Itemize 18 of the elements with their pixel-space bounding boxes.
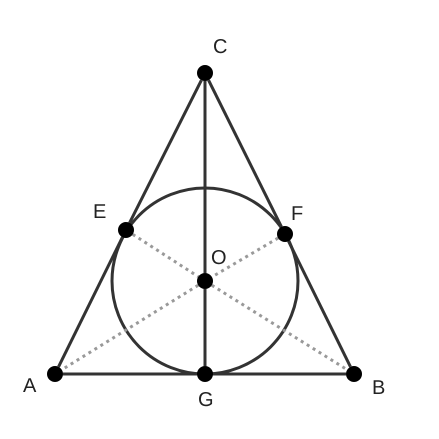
- point-label: B: [372, 378, 386, 398]
- point-label: C: [213, 37, 228, 57]
- point-label: F: [291, 204, 304, 224]
- point-label: G: [198, 390, 214, 410]
- dotted-line-segment: [61, 284, 199, 372]
- line-segment: [57, 236, 124, 368]
- line-segment: [213, 372, 346, 376]
- point-label: O: [211, 248, 227, 268]
- point-label: E: [93, 202, 106, 222]
- line-segment: [63, 372, 197, 376]
- line-segment: [128, 79, 203, 224]
- line-segment: [204, 81, 206, 273]
- line-segment: [287, 240, 352, 368]
- line-segment: [207, 80, 283, 228]
- line-segment: [204, 289, 206, 366]
- dotted-line-segment: [132, 233, 200, 278]
- dotted-line-segment: [211, 284, 348, 372]
- point-label: A: [23, 376, 36, 396]
